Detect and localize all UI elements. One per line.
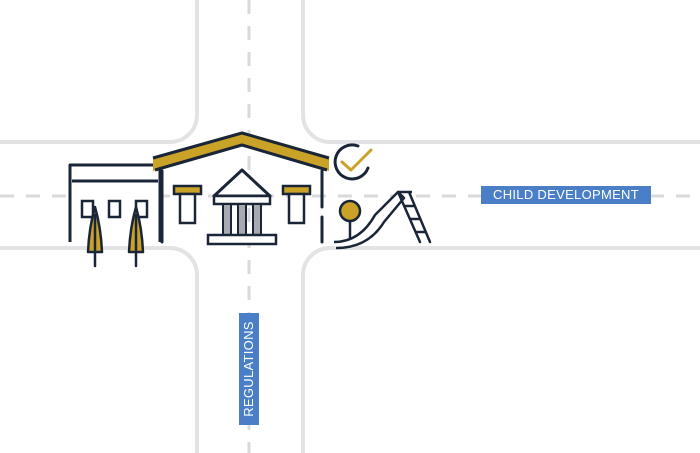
street-sign-regulations: REGULATIONS <box>239 313 259 425</box>
tree-icon <box>127 205 145 268</box>
street-sign-text: REGULATIONS <box>241 321 256 417</box>
tree-icon <box>86 205 104 268</box>
check-circle-icon <box>333 143 373 181</box>
playground-slide-icon <box>333 190 432 250</box>
street-sign-text: CHILD DEVELOPMENT <box>493 187 639 202</box>
street-sign-child-development: CHILD DEVELOPMENT <box>481 186 651 204</box>
childcare-building-icon <box>68 131 330 246</box>
